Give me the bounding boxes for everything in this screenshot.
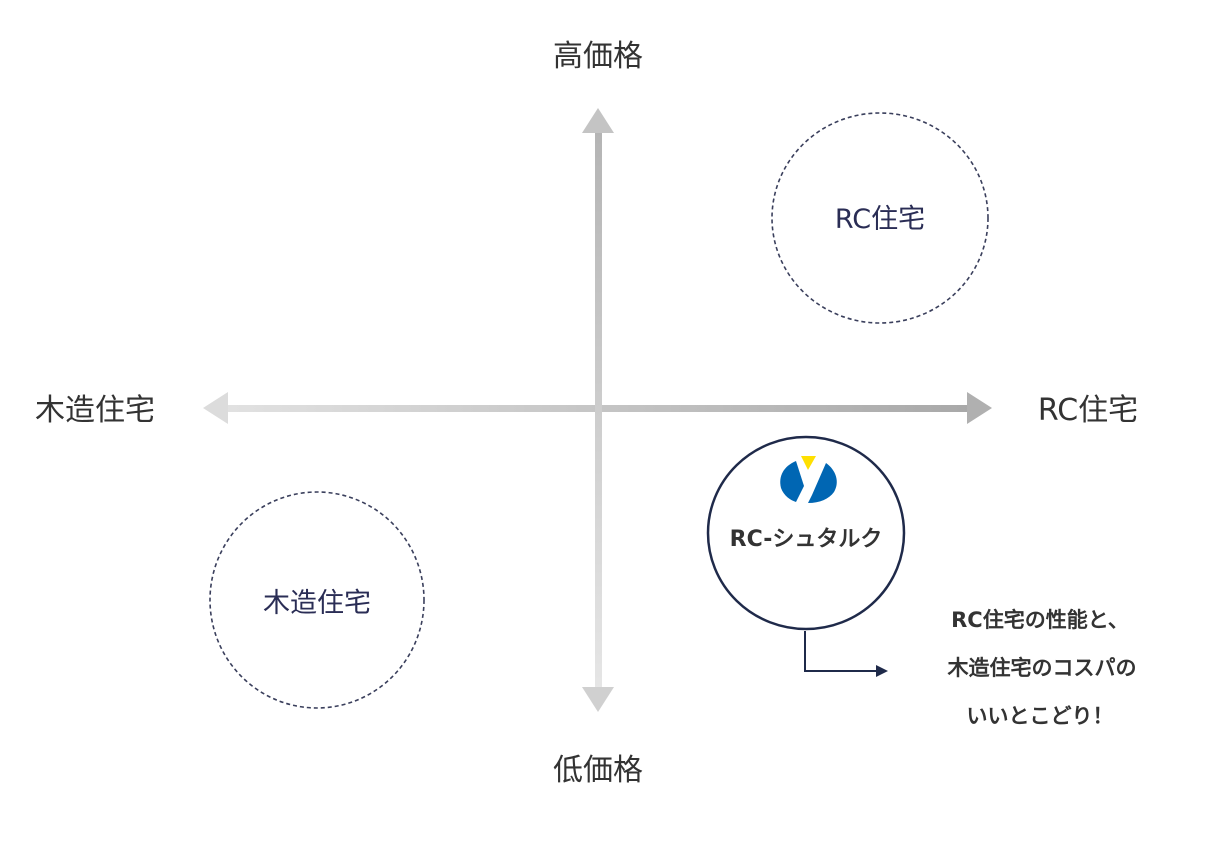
- note-line-1: RC住宅の性能と、: [951, 608, 1129, 632]
- note-line-2: 木造住宅のコスパの: [947, 656, 1137, 680]
- note-line-3: いいとこどり！: [967, 704, 1114, 728]
- region-rc: RC住宅: [771, 112, 989, 324]
- arrow-up-icon: [582, 108, 614, 133]
- axis-label-bottom: 低価格: [553, 753, 643, 788]
- y-logo-icon: [780, 456, 837, 503]
- arrow-right-icon: [967, 392, 992, 424]
- arrow-down-icon: [582, 687, 614, 712]
- axis-label-top: 高価格: [553, 39, 643, 74]
- axis-label-right: RC住宅: [1038, 393, 1138, 428]
- product-rc-shutaruku: RC-シュタルク: [706, 435, 906, 631]
- vertical-axis: [582, 108, 614, 712]
- region-wood-label: 木造住宅: [263, 588, 371, 619]
- product-name: RC-シュタルク: [730, 527, 883, 552]
- axis-label-left: 木造住宅: [35, 393, 155, 428]
- region-wood: 木造住宅: [209, 491, 425, 709]
- connector-arrow: [804, 631, 888, 677]
- arrow-left-icon: [203, 392, 228, 424]
- region-rc-label: RC住宅: [835, 204, 925, 235]
